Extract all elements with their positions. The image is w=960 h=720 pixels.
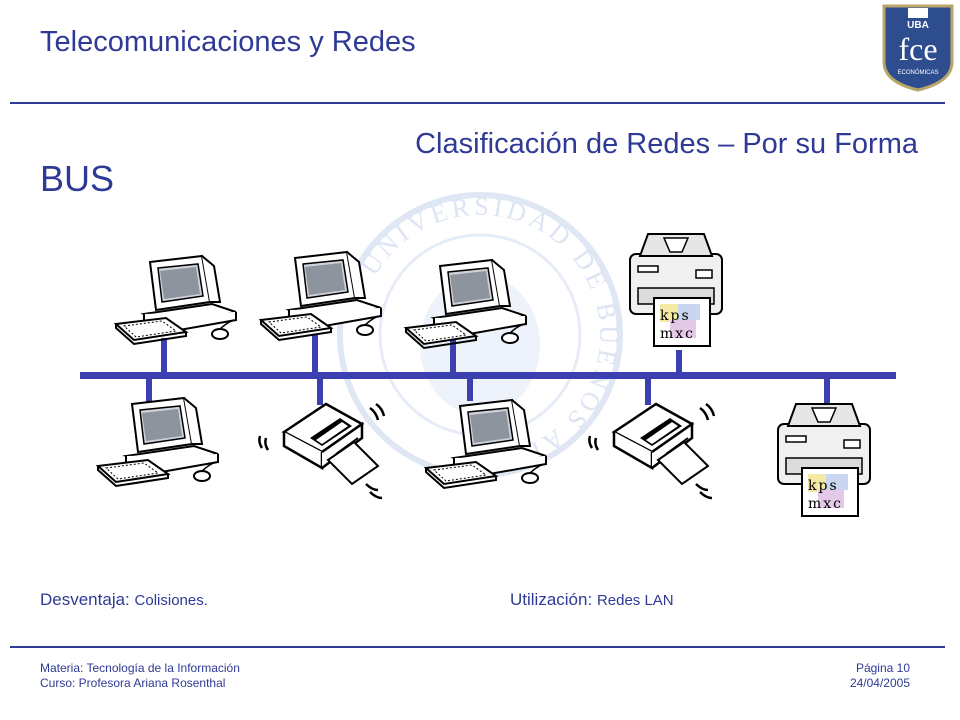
disadvantage-note: Desventaja: Colisiones.	[40, 590, 208, 610]
bus-cable	[80, 372, 896, 379]
slide-subtitle: Clasificación de Redes – Por su Forma	[415, 128, 918, 160]
desktop-computer-icon	[405, 259, 527, 349]
footer-page: Página 10	[855, 661, 910, 675]
logo-bottom-text: ECONÓMICAS	[897, 69, 938, 76]
drop-lower-2	[317, 377, 323, 405]
disadvantage-label: Desventaja:	[40, 590, 130, 609]
drop-lower-4	[645, 377, 651, 405]
logo-main-text: fce	[898, 31, 937, 67]
inkjet-printer-icon	[258, 402, 386, 500]
laser-printer-icon	[629, 233, 723, 347]
drop-lower-1	[146, 377, 152, 403]
footer-subject: Materia: Tecnología de la Información	[40, 661, 240, 675]
header-rule	[10, 102, 945, 104]
topology-name: BUS	[40, 158, 115, 199]
usage-label: Utilización:	[510, 590, 593, 609]
fce-uba-logo: UBA fce ECONÓMICAS	[882, 4, 954, 92]
drop-upper-1	[161, 338, 167, 374]
usage-value: Redes LAN	[596, 592, 674, 609]
drop-upper-3	[450, 340, 456, 374]
usage-note: Utilización: Redes LAN	[510, 590, 674, 610]
footer-right: Página 10 24/04/2005	[850, 661, 910, 691]
footer-date: 24/04/2005	[849, 676, 910, 690]
desktop-computer-icon	[425, 399, 547, 489]
laser-printer-icon	[777, 403, 871, 517]
drop-lower-3	[467, 377, 473, 401]
header-title: Telecomunicaciones y Redes	[40, 26, 416, 58]
drop-upper-4	[676, 350, 682, 374]
drop-upper-2	[312, 334, 318, 374]
footer-rule	[10, 646, 945, 648]
desktop-computer-icon	[115, 255, 237, 345]
desktop-computer-icon	[97, 397, 219, 487]
footer-left: Materia: Tecnología de la Información Cu…	[40, 661, 240, 691]
logo-top-text: UBA	[907, 20, 929, 31]
drop-lower-5	[824, 377, 830, 403]
footer-course: Curso: Profesora Ariana Rosenthal	[40, 676, 226, 690]
disadvantage-value: Colisiones.	[134, 592, 208, 609]
inkjet-printer-icon	[588, 402, 716, 500]
desktop-computer-icon	[260, 251, 382, 341]
